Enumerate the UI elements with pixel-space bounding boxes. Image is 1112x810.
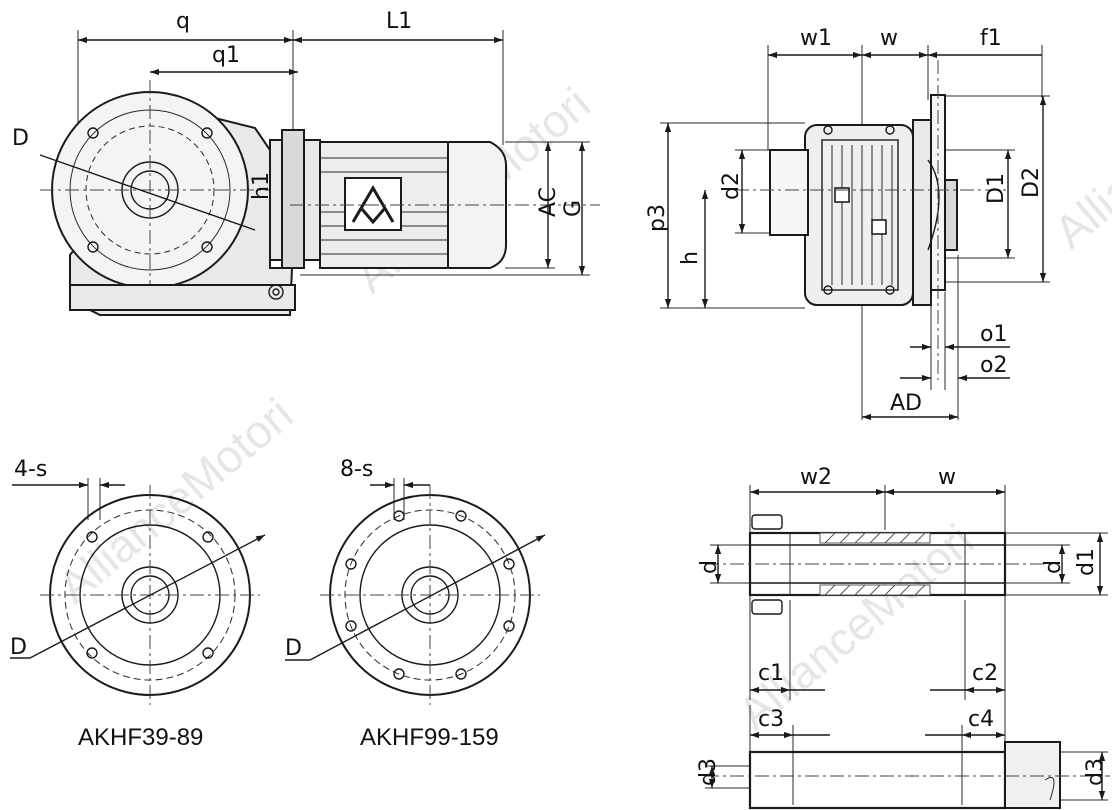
c4-label: c4 bbox=[968, 707, 994, 732]
f1-label: f1 bbox=[980, 26, 1002, 51]
flange-large-caption: AKHF99-159 bbox=[360, 724, 499, 751]
o1-label: o1 bbox=[980, 322, 1007, 347]
flange-akhf99-159: 8-s D AKHF99-159 bbox=[285, 457, 546, 751]
shaft-d-right-label: d bbox=[1041, 560, 1066, 574]
c1-label: c1 bbox=[758, 661, 784, 686]
watermark-text: AllianceMotori bbox=[728, 514, 983, 740]
flange-large-d-label: D bbox=[285, 636, 302, 661]
shaft-w-label: w bbox=[938, 465, 956, 490]
shaft-d1-label: d1 bbox=[1074, 548, 1099, 576]
p3-label: p3 bbox=[645, 204, 670, 232]
flange-small-caption: AKHF39-89 bbox=[78, 724, 203, 751]
h-label: h bbox=[678, 251, 703, 265]
c3-label: c3 bbox=[758, 707, 784, 732]
o2-label: o2 bbox=[980, 353, 1007, 378]
q-label: q bbox=[176, 9, 190, 34]
holes-4s-label: 4-s bbox=[14, 457, 47, 482]
c2-label: c2 bbox=[972, 661, 998, 686]
d2-outer-label: D2 bbox=[1019, 167, 1044, 198]
front-view: w1 w f1 p3 h d2 bbox=[645, 26, 1050, 421]
section-hatching bbox=[824, 532, 926, 596]
watermark-text: AllianceMotori bbox=[1044, 33, 1112, 259]
w2-label: w2 bbox=[800, 465, 832, 490]
shaft-d-left-label: d bbox=[697, 560, 722, 574]
side-view: q L1 q1 D h1 bbox=[12, 9, 600, 316]
d-label: D bbox=[12, 126, 29, 151]
shaft-bottom-view: c3 c4 d3 d3 bbox=[696, 705, 1110, 810]
hollow-shaft-section: w2 w d d bbox=[697, 465, 1108, 805]
d3-left-label: d3 bbox=[696, 758, 721, 786]
h1-label: h1 bbox=[249, 172, 274, 200]
gearbox-front-housing bbox=[804, 124, 914, 306]
w1-label: w1 bbox=[800, 26, 832, 51]
flange-akhf39-89: 4-s D AKHF39-89 bbox=[10, 457, 266, 751]
w-label: w bbox=[880, 26, 898, 51]
holes-8s-label: 8-s bbox=[340, 457, 373, 482]
q1-label: q1 bbox=[212, 43, 240, 68]
flange-small-d-label: D bbox=[10, 635, 27, 660]
g-label: G bbox=[561, 200, 586, 217]
d1-label: D1 bbox=[984, 173, 1009, 204]
watermark-text: AllianceMotori bbox=[48, 388, 303, 614]
ad-label: AD bbox=[890, 391, 922, 416]
d2-label: d2 bbox=[719, 172, 744, 200]
ac-label: AC bbox=[536, 187, 561, 217]
d3-right-label: d3 bbox=[1083, 758, 1108, 786]
l1-label: L1 bbox=[386, 9, 412, 34]
